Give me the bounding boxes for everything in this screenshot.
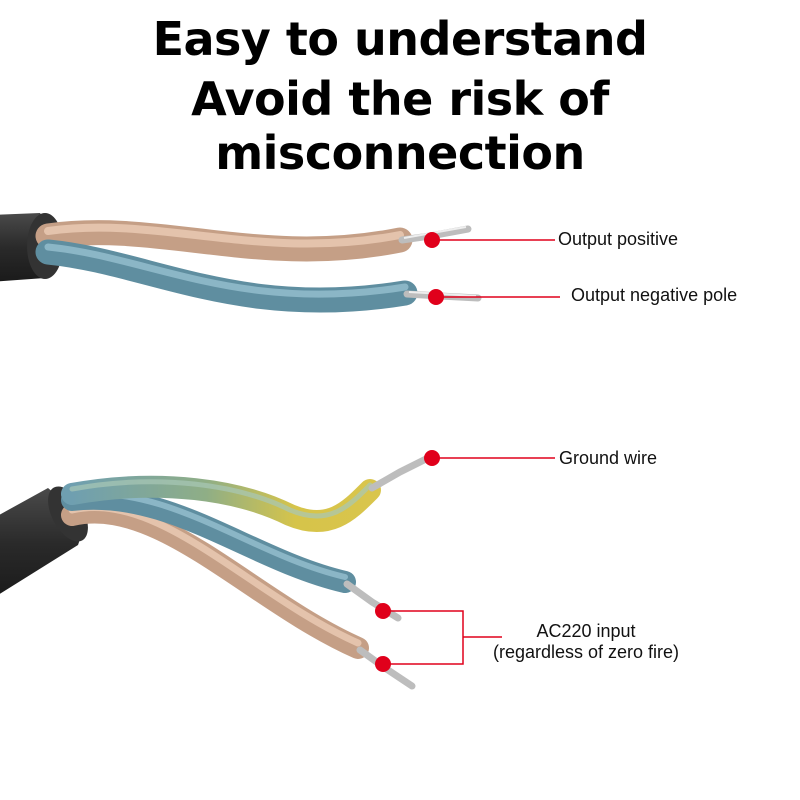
output-negative-label: Output negative pole xyxy=(571,285,738,305)
ground-wire-conductor xyxy=(368,452,436,492)
headline-line-1: Easy to understand xyxy=(152,12,648,66)
ac-input-label-line-1: AC220 input xyxy=(536,621,636,641)
ground-wire-dot xyxy=(424,450,440,466)
output-negative-wire xyxy=(35,239,418,313)
callouts xyxy=(383,239,560,665)
callout-dots xyxy=(375,232,444,672)
output-positive-dot xyxy=(424,232,440,248)
ac-input-blue-dot xyxy=(375,603,391,619)
output-negative-dot xyxy=(428,289,444,305)
ac-input-label: AC220 input (regardless of zero fire) xyxy=(474,621,698,663)
top-cable xyxy=(0,213,482,313)
headline-line-2: Avoid the risk of misconnection xyxy=(191,72,609,180)
bottom-cable xyxy=(0,452,436,690)
output-positive-wire xyxy=(35,220,413,262)
ac-input-tan-wire xyxy=(61,501,369,659)
ac-input-tan-dot xyxy=(375,656,391,672)
output-positive-label: Output positive xyxy=(558,229,679,249)
ac-input-label-line-2: (regardless of zero fire) xyxy=(492,642,680,662)
ground-wire-insulation xyxy=(61,475,381,533)
ground-wire-label: Ground wire xyxy=(559,448,658,468)
